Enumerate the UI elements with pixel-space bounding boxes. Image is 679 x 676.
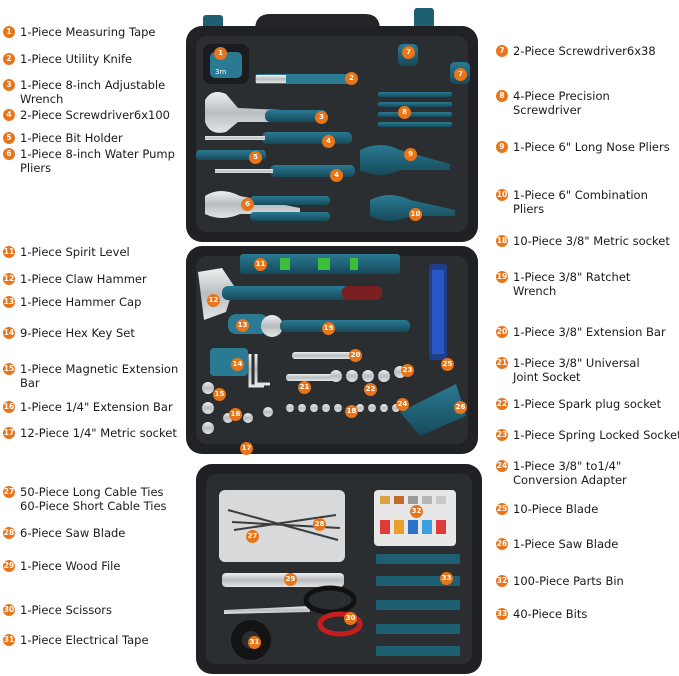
badge-2: 2 bbox=[345, 72, 358, 85]
badge-20: 20 bbox=[349, 349, 362, 362]
badge-9: 9 bbox=[404, 148, 417, 161]
badge-7a: 7 bbox=[402, 46, 415, 59]
top-case: 3m bbox=[186, 8, 478, 242]
badge-11: 11 bbox=[254, 258, 267, 271]
badge-13: 13 bbox=[236, 319, 249, 332]
badge-21: 21 bbox=[298, 381, 311, 394]
badge-4a: 4 bbox=[322, 135, 335, 148]
badge-29: 29 bbox=[284, 573, 297, 586]
badge-22: 22 bbox=[364, 383, 377, 396]
badge-28: 28 bbox=[313, 518, 326, 531]
badge-30: 30 bbox=[344, 612, 357, 625]
badge-19: 19 bbox=[322, 322, 335, 335]
badge-18: 18 bbox=[345, 405, 358, 418]
badge-10: 10 bbox=[409, 208, 422, 221]
badge-5: 5 bbox=[249, 151, 262, 164]
badge-31: 31 bbox=[248, 636, 261, 649]
bottom-case bbox=[196, 464, 482, 674]
badge-23: 23 bbox=[401, 364, 414, 377]
badge-7b: 7 bbox=[454, 68, 467, 81]
middle-case bbox=[186, 246, 478, 454]
badge-6: 6 bbox=[241, 198, 254, 211]
badge-3: 3 bbox=[315, 111, 328, 124]
badge-27: 27 bbox=[246, 530, 259, 543]
badge-17: 17 bbox=[240, 442, 253, 455]
badge-26: 26 bbox=[454, 401, 467, 414]
tape-label: 3m bbox=[215, 68, 226, 76]
badge-8: 8 bbox=[398, 106, 411, 119]
badge-14: 14 bbox=[231, 358, 244, 371]
badge-25: 25 bbox=[441, 358, 454, 371]
badge-4b: 4 bbox=[330, 169, 343, 182]
badge-1: 1 bbox=[214, 47, 227, 60]
badge-15: 15 bbox=[213, 388, 226, 401]
badge-24: 24 bbox=[396, 398, 409, 411]
badge-16: 16 bbox=[229, 408, 242, 421]
badge-12: 12 bbox=[207, 294, 220, 307]
badge-33: 33 bbox=[440, 572, 453, 585]
badge-32: 32 bbox=[410, 505, 423, 518]
